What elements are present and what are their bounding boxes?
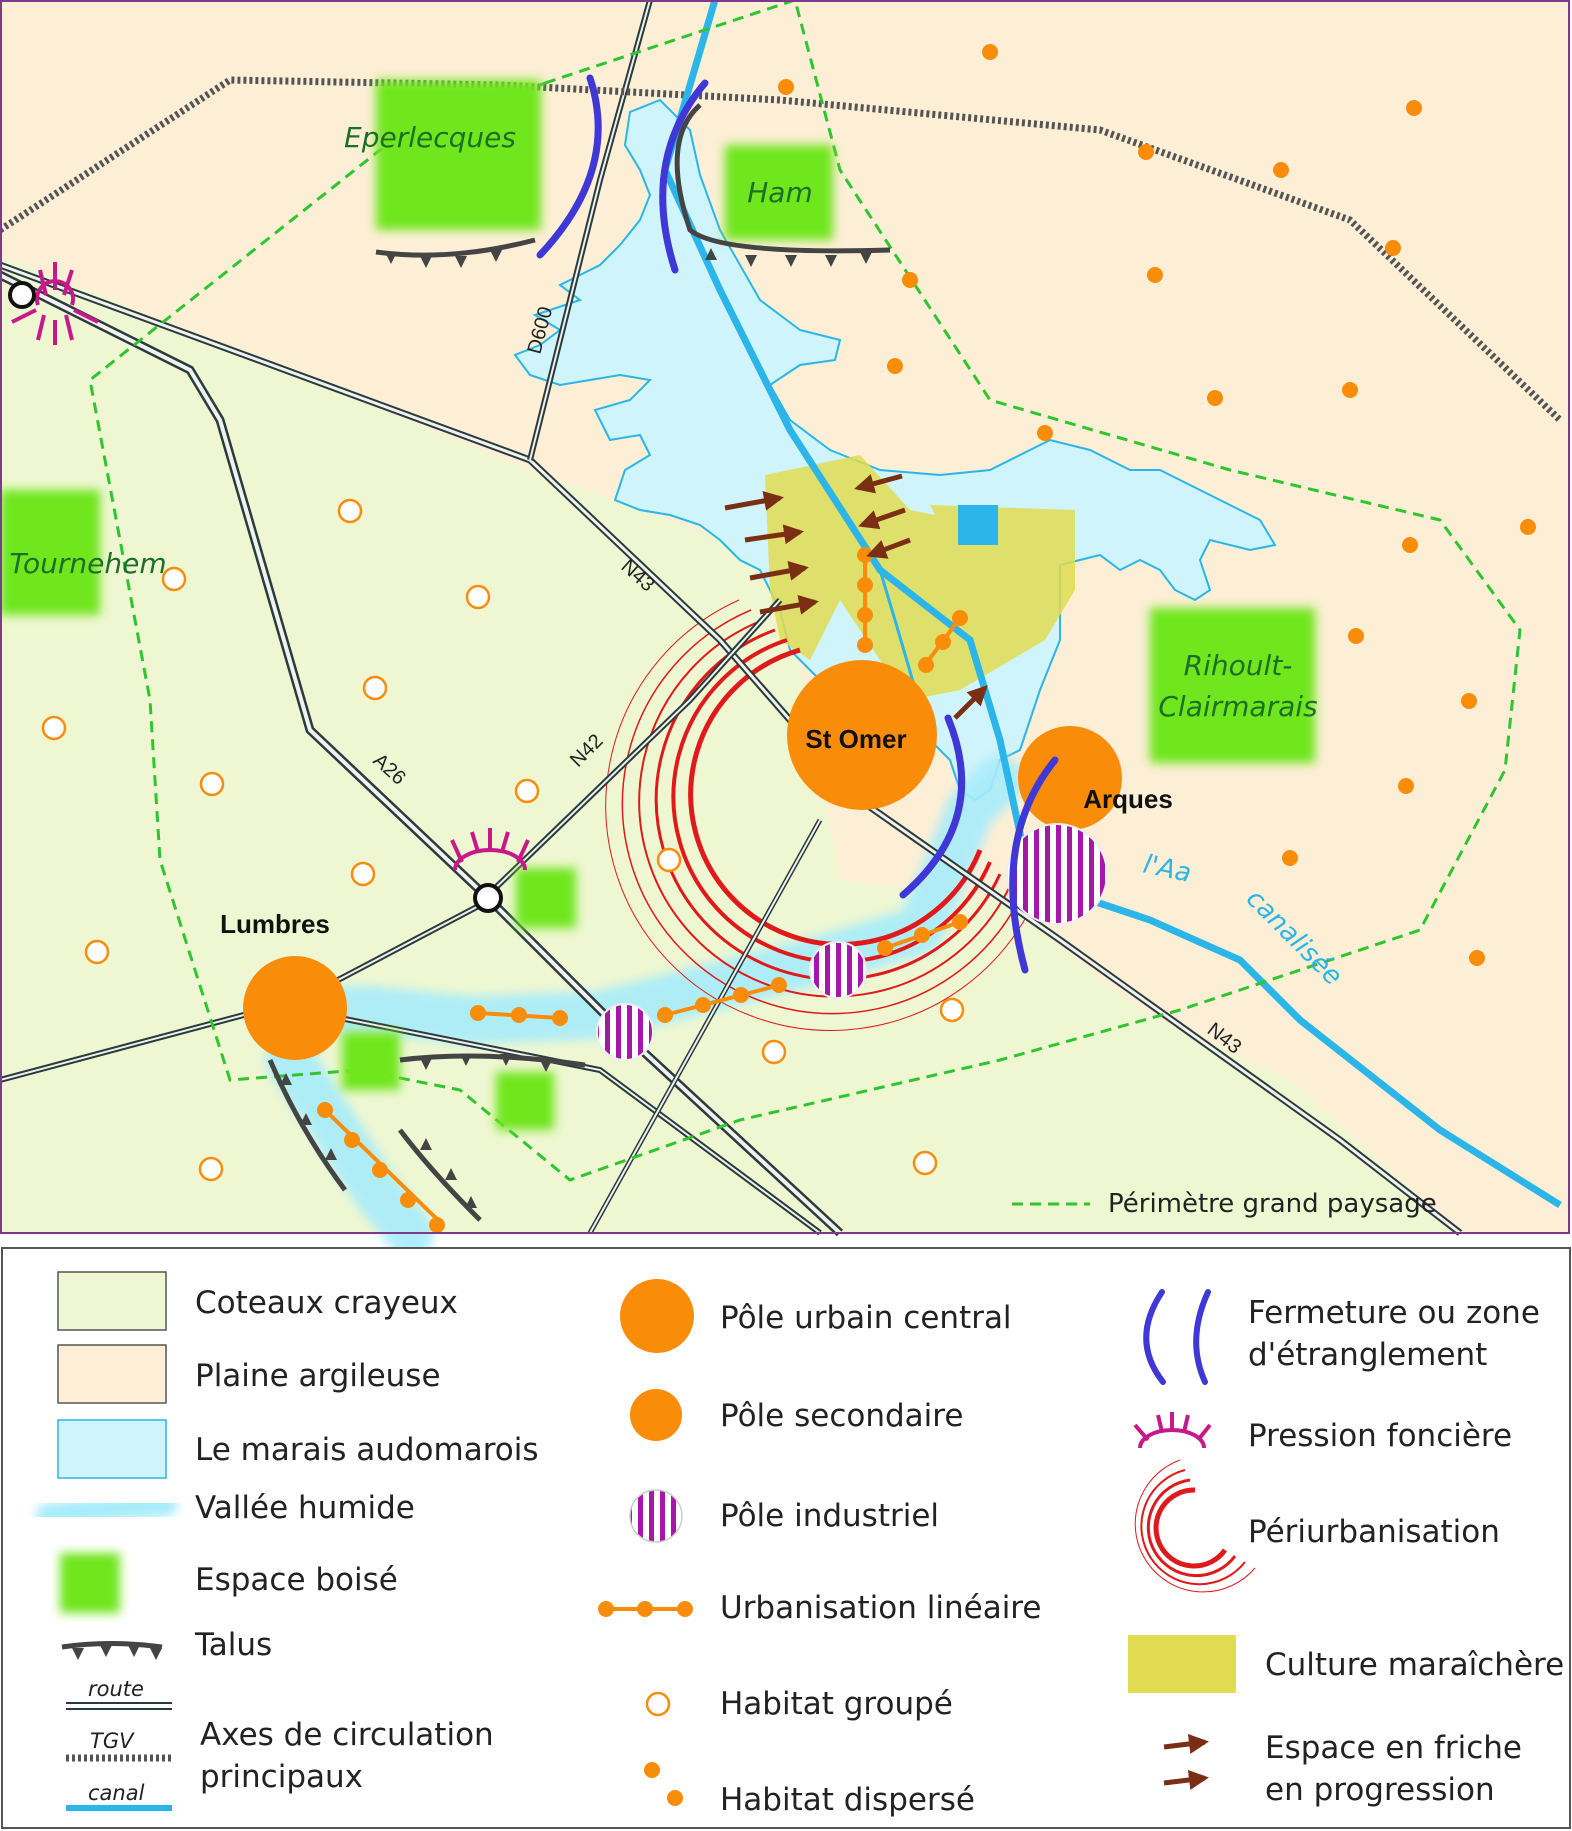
- pression-fonciere-symbol-2: [450, 828, 530, 871]
- label-st-omer: St Omer: [805, 724, 906, 754]
- legend-swatch-pole-industriel: [629, 1489, 683, 1543]
- wood-1: [516, 868, 576, 928]
- legend-text-pole-industriel: Pôle industriel: [720, 1498, 939, 1534]
- legend: Coteaux crayeux Plaine argileuse Le mara…: [1, 1247, 1571, 1829]
- legend-swatch-talus: [61, 1641, 163, 1650]
- legend-frame: [1, 1247, 1571, 1829]
- legend-text-tgv: TGV: [90, 1729, 135, 1753]
- marais-audomarois-zone: [513, 98, 1277, 802]
- label-eperlecques: Eperlecques: [344, 121, 516, 154]
- legend-col-1: Coteaux crayeux Plaine argileuse Le mara…: [36, 1271, 538, 1811]
- legend-swatch-plaine: [57, 1344, 167, 1404]
- legend-text-route: route: [88, 1677, 144, 1701]
- label-rihoult-1: Rihoult-: [1184, 649, 1293, 682]
- label-arques: Arques: [1083, 784, 1173, 814]
- legend-text-pression: Pression foncière: [1248, 1418, 1512, 1454]
- legend-col-2: Pôle urbain central Pôle secondaire Pôle…: [598, 1279, 1041, 1818]
- legend-text-urbanisation: Urbanisation linéaire: [720, 1590, 1041, 1626]
- legend-swatch-espace-boise: [60, 1553, 120, 1613]
- label-tournehem: Tournehem: [9, 547, 166, 580]
- legend-text-axes-1: Axes de circulation: [200, 1717, 494, 1753]
- legend-text-marais: Le marais audomarois: [195, 1432, 538, 1468]
- habitat-disperse-dots: [778, 44, 1536, 966]
- pole-lumbres: [243, 956, 347, 1060]
- legend-text-coteaux: Coteaux crayeux: [195, 1285, 458, 1321]
- legend-text-vallee: Vallée humide: [195, 1490, 415, 1526]
- wood-ham: [725, 145, 833, 240]
- talus-lines: [267, 103, 891, 1222]
- canal-aa: [661, 0, 1562, 1208]
- urbanisation-lineaire: [317, 547, 968, 1233]
- legend-swatch-friche: [1163, 1734, 1209, 1790]
- pression-fonciere-symbol-1: [11, 262, 99, 345]
- pole-secondaire-arques: [1018, 726, 1122, 830]
- legend-text-pole-central: Pôle urbain central: [720, 1300, 1012, 1336]
- legend-text-pole-secondaire: Pôle secondaire: [720, 1398, 963, 1434]
- legend-text-axes-2: principaux: [200, 1759, 363, 1795]
- wood-tournehem: [0, 490, 100, 615]
- pole-industriel-arques: [1006, 823, 1108, 925]
- pole-central-st-omer: [787, 660, 937, 810]
- map-area: Eperlecques Ham Tournehem Rihoult- Clair…: [0, 0, 1570, 1257]
- legend-swatch-habitat-groupe: [645, 1691, 671, 1717]
- wood-2: [342, 1032, 400, 1090]
- label-lumbres: Lumbres: [220, 909, 330, 939]
- tgv-line: [0, 76, 1563, 423]
- legend-swatch-pole-central: [620, 1279, 694, 1353]
- legend-text-habitat-groupe: Habitat groupé: [720, 1686, 953, 1722]
- water-square: [958, 505, 998, 545]
- periurbanisation-rings: [605, 599, 1031, 1031]
- legend-text-plaine: Plaine argileuse: [195, 1358, 441, 1394]
- perimeter-grand-paysage: [88, 0, 1522, 1182]
- legend-col-3: Fermeture ou zone d'étranglement Pressio…: [1128, 1289, 1564, 1808]
- legend-swatch-pression: [1133, 1412, 1212, 1449]
- legend-swatch-vallee: [36, 1493, 177, 1527]
- legend-swatch-periurbanisation: [1134, 1459, 1256, 1593]
- roundabouts: [8, 281, 503, 913]
- label-ham: Ham: [747, 176, 813, 209]
- legend-swatch-fermeture: [1143, 1289, 1211, 1385]
- legend-swatch-pole-secondaire: [630, 1389, 682, 1441]
- map-frame: [0, 0, 1570, 1234]
- legend-text-culture: Culture maraîchère: [1265, 1647, 1564, 1683]
- legend-text-espace-boise: Espace boisé: [195, 1562, 398, 1598]
- wood-3: [496, 1072, 554, 1130]
- legend-swatch-culture: [1128, 1635, 1236, 1693]
- pole-industriel-2: [596, 1003, 654, 1061]
- label-perimetre: Périmètre grand paysage: [1108, 1189, 1437, 1219]
- legend-text-periurbanisation: Périurbanisation: [1248, 1514, 1500, 1550]
- legend-text-friche-1: Espace en friche: [1265, 1730, 1522, 1766]
- espaces-boises: [0, 80, 1315, 1130]
- legend-text-fermeture-1: Fermeture ou zone: [1248, 1295, 1540, 1331]
- friche-arrows: [724, 473, 988, 720]
- legend-text-fermeture-2: d'étranglement: [1248, 1337, 1487, 1373]
- legend-swatch-marais: [57, 1419, 167, 1479]
- pole-industriel-1: [809, 941, 867, 999]
- legend-text-friche-2: en progression: [1265, 1772, 1495, 1808]
- legend-swatch-coteaux: [57, 1271, 167, 1331]
- label-rihoult-2: Clairmarais: [1158, 690, 1317, 723]
- legend-text-habitat-disperse: Habitat dispersé: [720, 1782, 975, 1818]
- legend-text-talus: Talus: [194, 1627, 272, 1663]
- habitat-groupe-circles: [41, 498, 965, 1182]
- wood-rihoult: [1150, 608, 1315, 763]
- wood-eperlecques: [376, 80, 541, 230]
- fermeture-arcs: [536, 74, 1059, 974]
- talus-teeth: [280, 248, 872, 1208]
- legend-text-canal: canal: [88, 1781, 145, 1805]
